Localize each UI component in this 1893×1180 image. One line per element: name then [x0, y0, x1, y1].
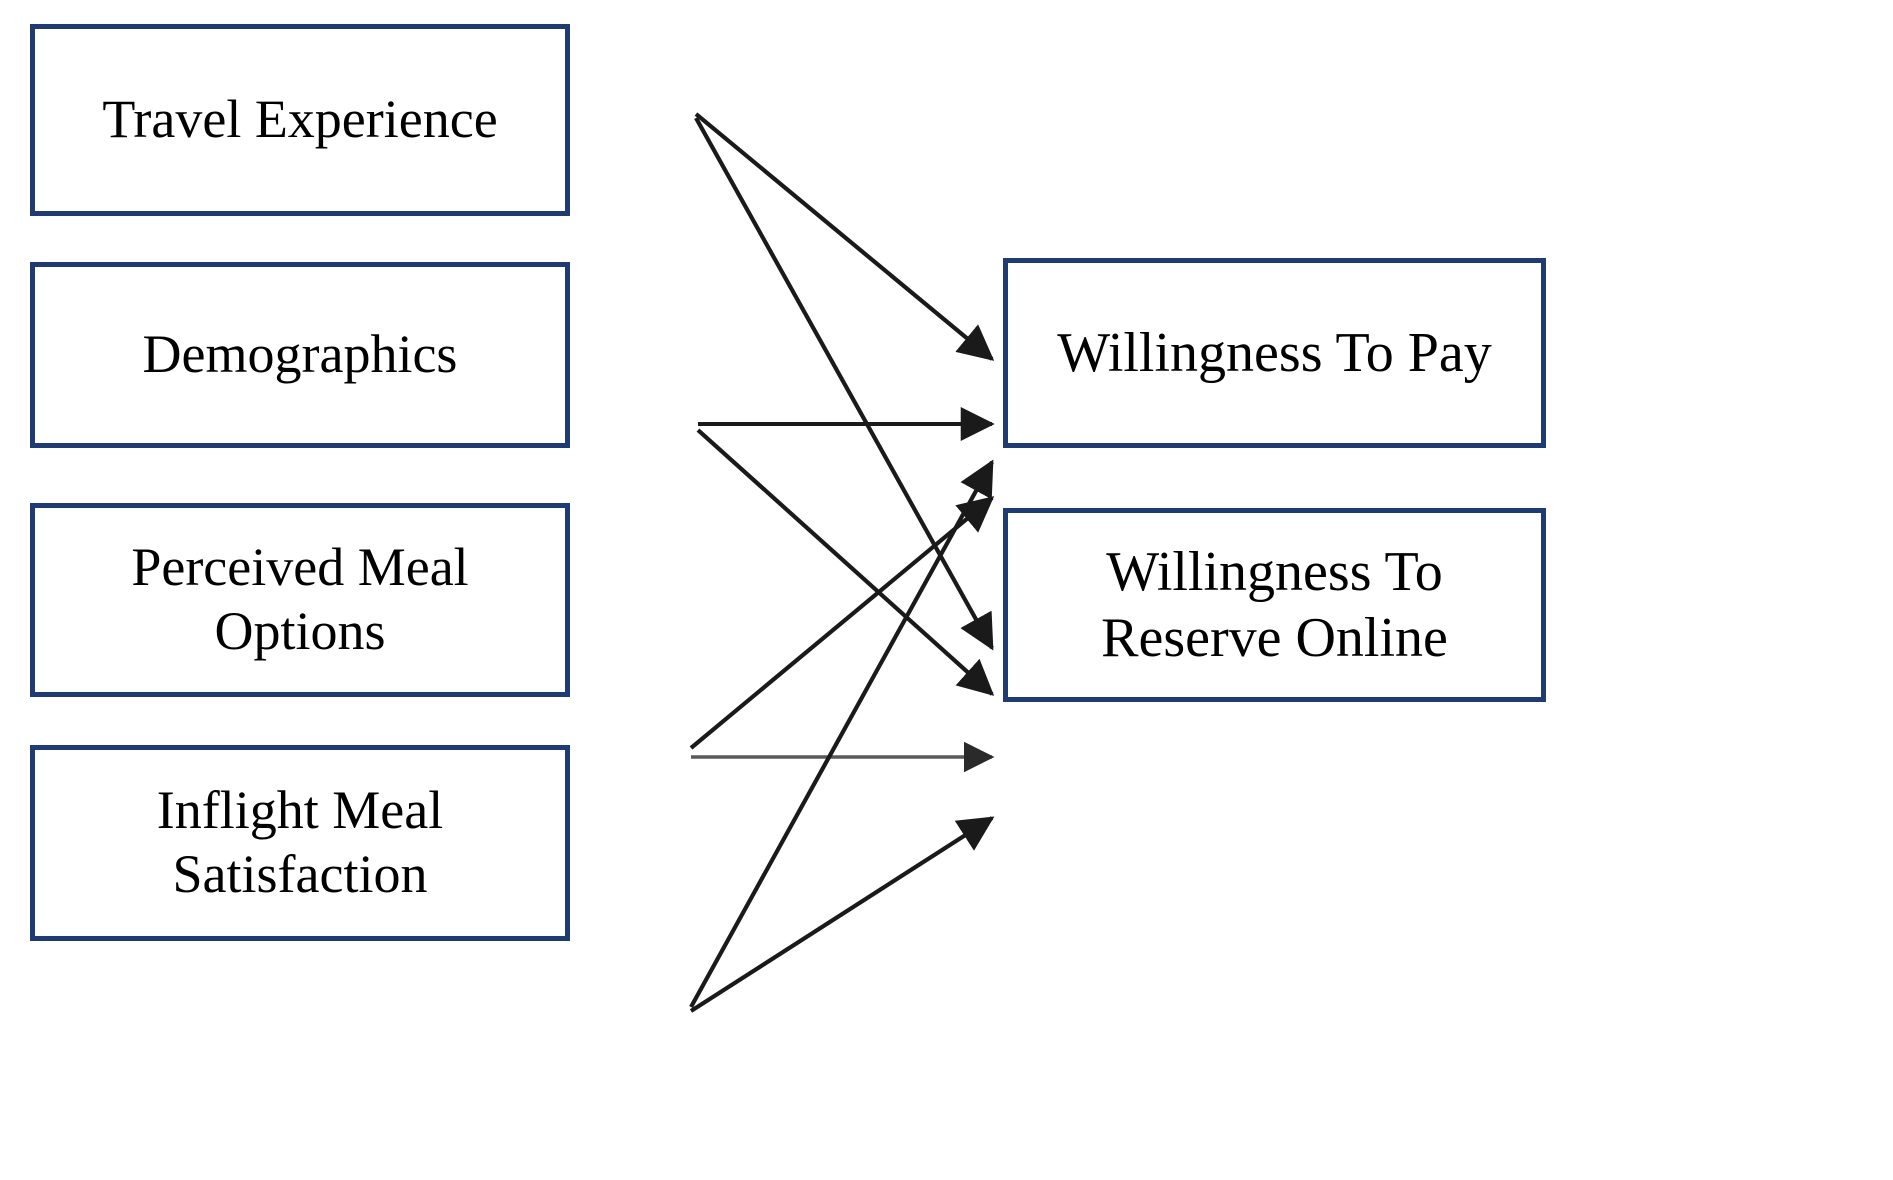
edge-perceived-meal-options-to-willingness-to-pay: [689, 496, 995, 750]
edge-travel-experience-to-willingness-to-reserve-online: [694, 116, 994, 651]
node-label-willingness-to-pay: Willingness To Pay: [1057, 321, 1492, 384]
node-box-travel-experience[interactable]: Travel Experience: [30, 24, 570, 216]
edge-demographics-to-willingness-to-reserve-online: [696, 428, 995, 696]
node-label-perceived-meal-options: Perceived Meal Options: [131, 537, 469, 661]
node-label-travel-experience: Travel Experience: [102, 89, 498, 150]
node-box-inflight-meal-satisfaction[interactable]: Inflight Meal Satisfaction: [30, 745, 570, 941]
node-label-willingness-to-reserve-online: Willingness To Reserve Online: [1101, 540, 1448, 669]
node-box-demographics[interactable]: Demographics: [30, 262, 570, 448]
edge-inflight-meal-satisfaction-to-willingness-to-reserve-online: [689, 816, 995, 1013]
node-label-demographics: Demographics: [142, 324, 458, 385]
edge-travel-experience-to-willingness-to-pay: [694, 112, 995, 361]
node-box-willingness-to-reserve-online[interactable]: Willingness To Reserve Online: [1003, 508, 1546, 702]
node-box-perceived-meal-options[interactable]: Perceived Meal Options: [30, 503, 570, 697]
edge-inflight-meal-satisfaction-to-willingness-to-pay: [689, 459, 994, 1009]
node-box-willingness-to-pay[interactable]: Willingness To Pay: [1003, 258, 1546, 448]
node-label-inflight-meal-satisfaction: Inflight Meal Satisfaction: [156, 780, 444, 904]
